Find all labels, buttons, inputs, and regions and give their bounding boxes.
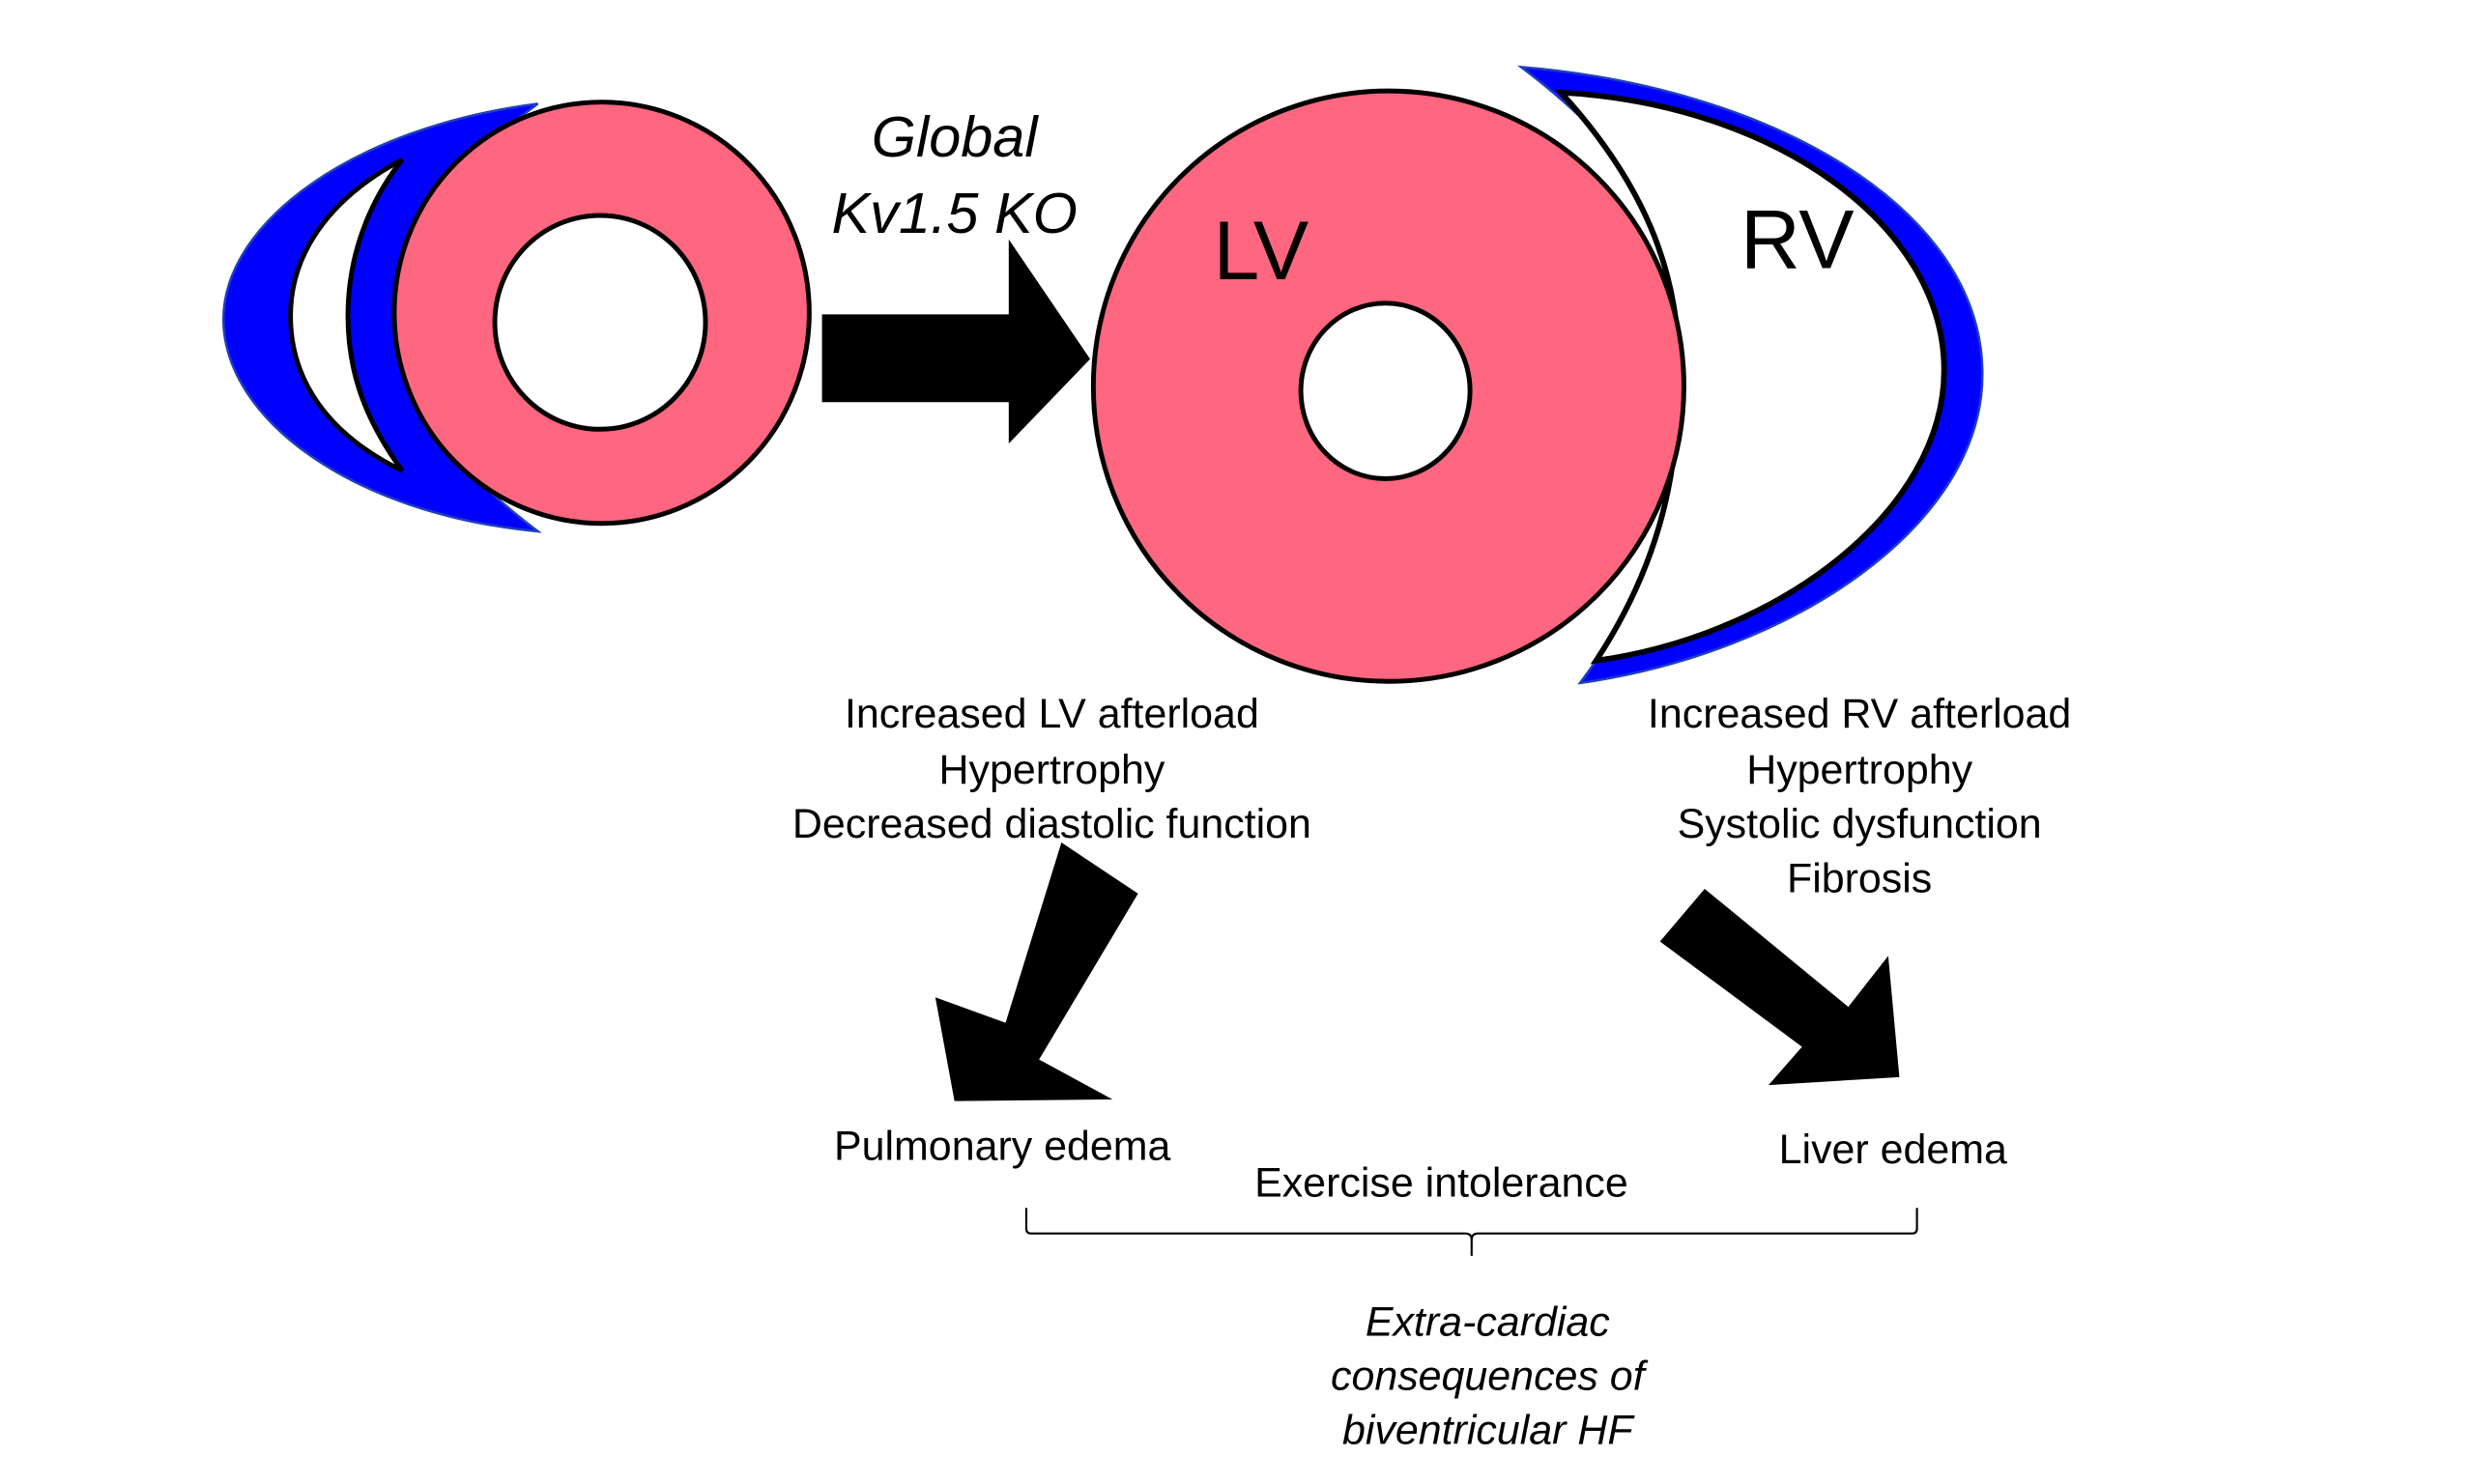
rv-effect-hypertrophy: Hypertrophy: [1746, 747, 1972, 793]
failing-lv-cavity: [1298, 300, 1473, 481]
normal-heart: [221, 100, 812, 533]
summary-line3: biventricular HF: [1342, 1408, 1635, 1454]
rv-label: RV: [1740, 193, 1855, 286]
lv-effect-diastolic: Decreased diastolic function: [792, 801, 1311, 847]
failing-heart: [1090, 65, 1984, 685]
summary-line2: consequences of: [1331, 1354, 1649, 1400]
normal-lv-cavity: [492, 213, 708, 432]
rv-effect-afterload: Increased RV afterload: [1648, 691, 2071, 737]
lv-effect-afterload: Increased LV afterload: [845, 691, 1259, 737]
outcome-pulmonary-edema: Pulmonary edema: [834, 1124, 1171, 1170]
grouping-brace: [1024, 1208, 1918, 1256]
intervention-label-line1: Global: [872, 104, 1040, 169]
rv-effect-fibrosis: Fibrosis: [1787, 855, 1932, 901]
summary-caption: Extra-cardiac consequences of biventricu…: [1331, 1298, 1649, 1453]
rv-effects: Increased RV afterload Hypertrophy Systo…: [1648, 691, 2071, 901]
lv-effects: Increased LV afterload Hypertrophy Decre…: [792, 691, 1311, 847]
intervention-label-line2: Kv1.5 KO: [831, 181, 1077, 245]
liver-arrow-icon: [1659, 888, 1900, 1086]
normal-rv-cavity: [288, 157, 405, 473]
summary-line1: Extra-cardiac: [1366, 1298, 1610, 1345]
outcome-exercise-intolerance: Exercise intolerance: [1254, 1160, 1628, 1207]
lv-label: LV: [1213, 205, 1309, 298]
outcome-liver-edema: Liver edema: [1779, 1127, 2007, 1173]
pulmonary-arrow-icon: [935, 842, 1138, 1101]
ko-arrow-icon: [821, 239, 1091, 444]
rv-effect-systolic: Systolic dysfunction: [1678, 801, 2042, 847]
lv-effect-hypertrophy: Hypertrophy: [938, 747, 1165, 793]
